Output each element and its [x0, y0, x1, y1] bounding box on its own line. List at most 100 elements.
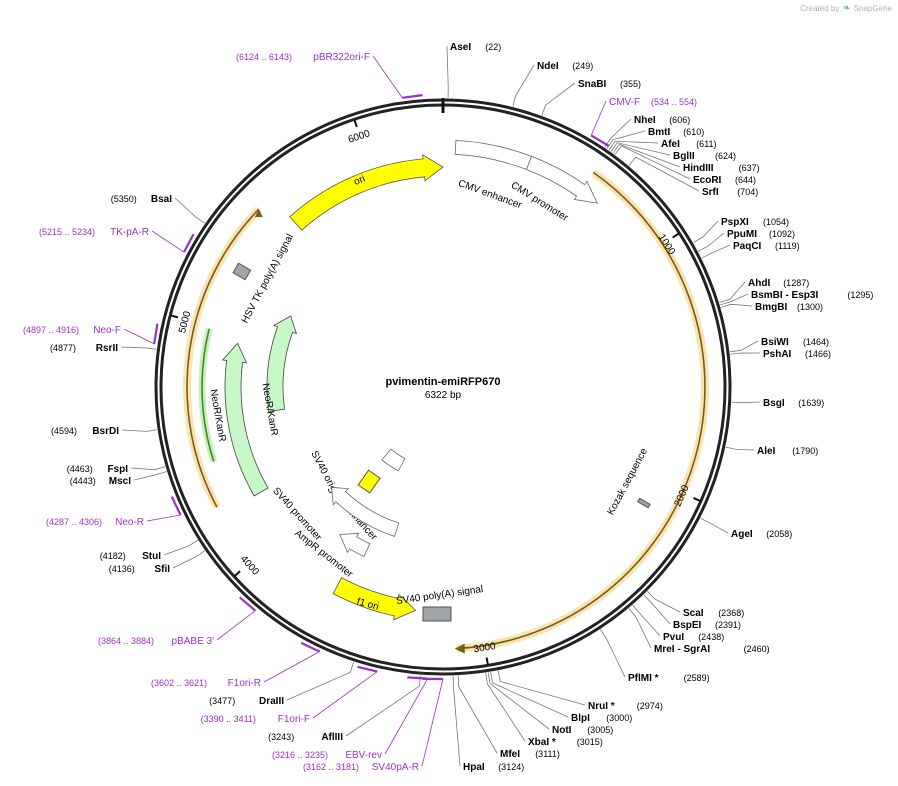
site-position: (22) — [485, 42, 501, 52]
site-leader — [512, 64, 535, 107]
site-leader — [452, 675, 461, 767]
site-position: (355) — [620, 79, 641, 89]
ruler-tick — [693, 497, 702, 503]
site-leader — [541, 82, 576, 116]
site-name: BsiWI — [761, 337, 789, 348]
site-position: (2974) — [637, 701, 663, 711]
primer-name: EBV-rev — [345, 750, 382, 761]
primer-position: (3390 .. 3411) — [201, 714, 256, 724]
site-position: (704) — [737, 187, 758, 197]
site-leader — [701, 244, 731, 259]
site-leader — [647, 591, 681, 613]
site-position: (2368) — [718, 608, 744, 618]
site-name: PflMI * — [628, 673, 659, 684]
site-name: EcoRI — [693, 175, 722, 186]
site-leader — [730, 352, 761, 355]
site-leader — [610, 142, 671, 156]
site-name: PvuI — [663, 632, 684, 643]
site-name: AflIII — [321, 732, 343, 743]
primer-leader — [372, 55, 403, 99]
site-position: (1295) — [847, 290, 873, 300]
site-name: BmgBI — [755, 302, 787, 313]
site-position: (5350) — [111, 194, 137, 204]
primer-leader — [312, 671, 378, 719]
primer-layer: pBR322ori-F(6124 .. 6143)CMV-F(534 .. 55… — [23, 52, 697, 773]
site-position: (644) — [735, 175, 756, 185]
primer-mark — [239, 596, 257, 612]
feature-f1-ori — [332, 577, 417, 621]
site-leader — [163, 539, 199, 556]
site-name: ScaI — [683, 608, 704, 619]
primer-position: (5215 .. 5234) — [39, 227, 95, 237]
site-leader — [731, 401, 761, 404]
primer-mark — [357, 665, 378, 673]
site-position: (3477) — [209, 696, 235, 706]
ruler-tick — [672, 232, 680, 239]
primer-mark — [153, 323, 159, 345]
site-leader — [130, 466, 166, 471]
site-leader — [606, 130, 646, 150]
site-name: NdeI — [537, 61, 559, 72]
site-name: BsgI — [763, 398, 785, 409]
ruler-tick-label: 2000 — [673, 483, 692, 508]
ruler-tick-label: 4000 — [238, 554, 261, 578]
site-name: SfiI — [154, 564, 170, 575]
site-leader — [345, 675, 421, 737]
site-name: FspI — [107, 464, 128, 475]
primer-leader — [421, 678, 444, 767]
primer-mark — [170, 496, 182, 516]
ruler-tick — [485, 657, 489, 666]
site-name: RsrII — [96, 343, 118, 354]
ruler-tick-label: 3000 — [473, 641, 497, 655]
site-name: BsaI — [151, 194, 172, 205]
site-name: BmtI — [648, 127, 670, 138]
site-position: (1639) — [798, 398, 824, 408]
site-leader — [700, 517, 729, 534]
site-leader — [720, 303, 753, 308]
feature-sv40-ori — [357, 469, 381, 494]
primer-position: (3864 .. 3884) — [98, 636, 154, 646]
site-leader — [286, 661, 355, 701]
site-position: (2391) — [715, 620, 741, 630]
orf-arrowhead — [254, 209, 263, 218]
feature-kozak-label: Kozak sequence — [606, 446, 651, 517]
primer-name: F1ori-R — [228, 678, 261, 689]
site-position: (249) — [572, 61, 593, 71]
feature-ori — [289, 154, 444, 231]
site-leader — [120, 346, 157, 350]
site-position: (610) — [683, 127, 704, 137]
site-name: HpaI — [463, 762, 485, 773]
feature-ori-label: ori — [352, 174, 366, 188]
site-leader — [614, 145, 691, 180]
site-position: (1790) — [792, 446, 818, 456]
primer-position: (534 .. 554) — [651, 97, 697, 107]
site-name: AleI — [757, 446, 776, 457]
site-leader — [457, 675, 498, 754]
site-leader — [729, 340, 759, 353]
site-name: PpuMI — [727, 229, 757, 240]
site-leader — [485, 672, 526, 742]
site-position: (2460) — [744, 644, 770, 654]
site-position: (4594) — [51, 426, 77, 436]
feature-hsv-tk-label: HSV TK poly(A) signal — [240, 232, 296, 325]
site-name: PshAI — [763, 349, 792, 360]
site-name: BglII — [673, 151, 695, 162]
site-name: StuI — [142, 551, 161, 562]
orf-arrowhead — [454, 643, 465, 654]
credit: Created by ❧ SnapGene — [800, 3, 892, 14]
orf-line — [186, 208, 260, 508]
feature-sv40-polya-label: SV40 poly(A) signal — [395, 584, 484, 607]
primer-name: SV40pA-R — [372, 762, 419, 773]
ruler-tick — [233, 570, 241, 578]
site-position: (1092) — [769, 229, 795, 239]
site-position: (3111) — [535, 749, 560, 759]
site-name: AgeI — [731, 529, 753, 540]
primer-leader — [263, 651, 320, 683]
site-leader — [632, 604, 661, 637]
site-position: (1287) — [783, 278, 809, 288]
site-name: AhdI — [748, 278, 770, 289]
primer-position: (4287 .. 4306) — [46, 517, 102, 527]
primer-mark — [402, 94, 423, 99]
site-name: BspEI — [673, 620, 702, 631]
